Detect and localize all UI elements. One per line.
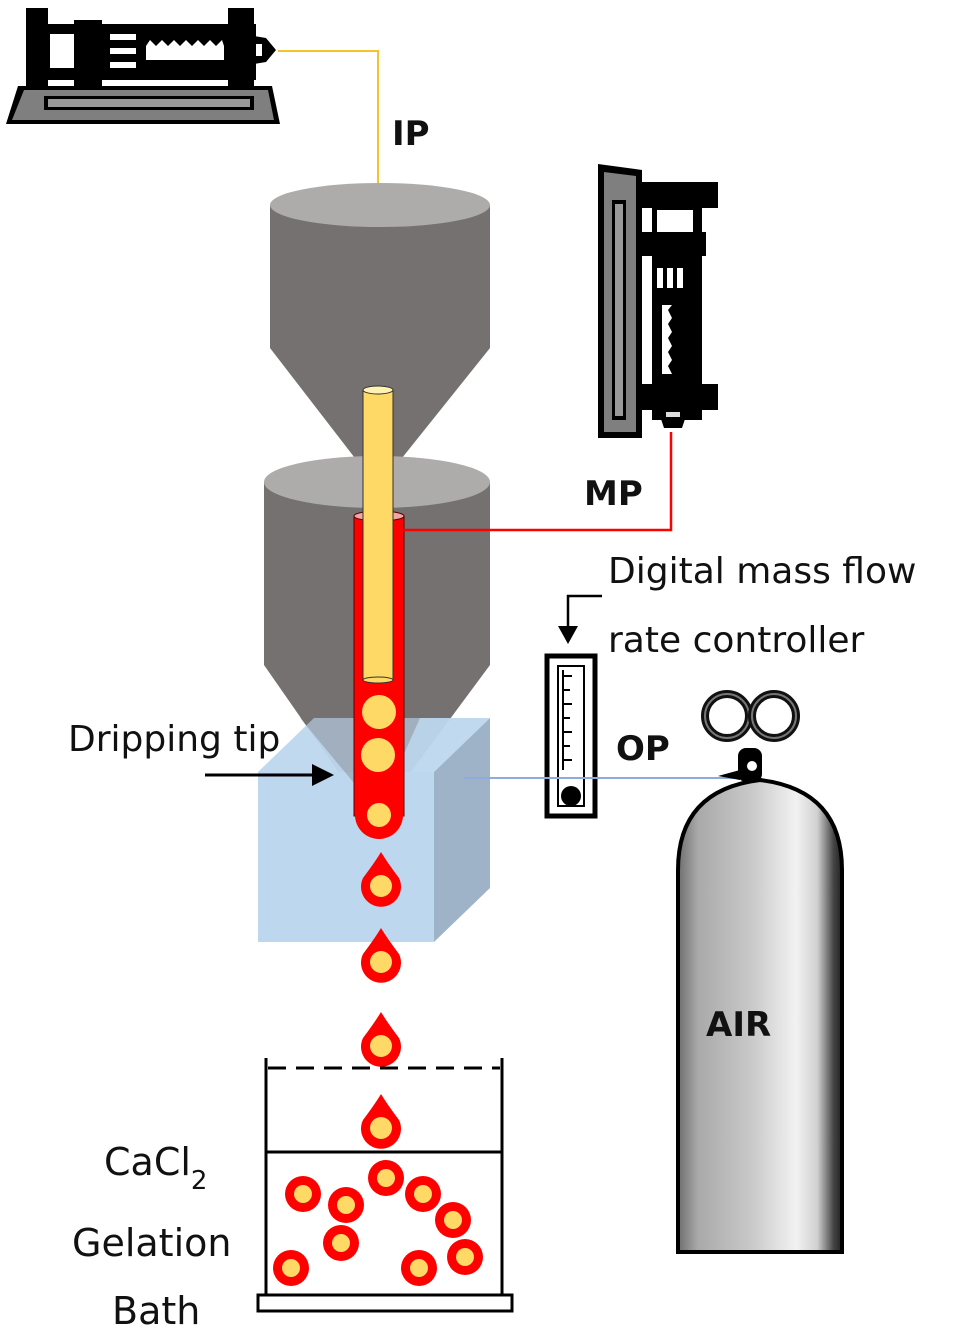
gelation-bath: [256, 1058, 514, 1313]
gel-bead: [401, 1250, 437, 1286]
label-op: OP: [616, 729, 670, 769]
core-droplet: [367, 803, 391, 827]
core-tube: [362, 385, 394, 684]
falling-droplets: [361, 852, 401, 1149]
label-ip: IP: [392, 114, 430, 154]
core-droplet: [362, 695, 396, 729]
falling-droplet: [361, 1094, 401, 1149]
air-chamber: [258, 718, 490, 942]
gel-bead: [285, 1176, 321, 1212]
label-mp: MP: [584, 474, 643, 514]
middle-fluid-line: [404, 432, 673, 532]
label-air: AIR: [706, 1005, 771, 1045]
falling-droplet: [361, 1012, 401, 1067]
gel-bead: [328, 1187, 364, 1223]
gel-bead: [323, 1225, 359, 1261]
falling-droplet: [361, 852, 401, 907]
gel-bead: [405, 1176, 441, 1212]
label-gelation: Gelation: [72, 1221, 231, 1265]
label-cacl2: CaCl2: [104, 1140, 207, 1196]
core-droplet: [361, 738, 395, 772]
label-flow-controller-1: Digital mass flow: [608, 551, 916, 592]
label-flow-controller-2: rate controller: [608, 620, 865, 661]
gel-bead: [435, 1202, 471, 1238]
gel-bead: [273, 1250, 309, 1286]
falling-droplet: [361, 928, 401, 983]
regulator-valve-icon: [701, 690, 800, 782]
gel-bead: [447, 1239, 483, 1275]
dripping-tip-arrow: [205, 764, 334, 786]
label-bath: Bath: [112, 1289, 200, 1332]
inner-fluid-line: [278, 50, 379, 184]
label-dripping-tip: Dripping tip: [68, 719, 280, 760]
middle-syringe-pump: [598, 164, 718, 438]
flow-meter-icon: [544, 653, 598, 819]
air-cylinder: [676, 690, 844, 1254]
bath-beads: [273, 1160, 483, 1286]
flow-controller-pointer-arrow: [558, 594, 602, 644]
inner-syringe-pump: [6, 8, 280, 124]
gel-bead: [368, 1160, 404, 1196]
upper-nozzle: [270, 183, 490, 488]
